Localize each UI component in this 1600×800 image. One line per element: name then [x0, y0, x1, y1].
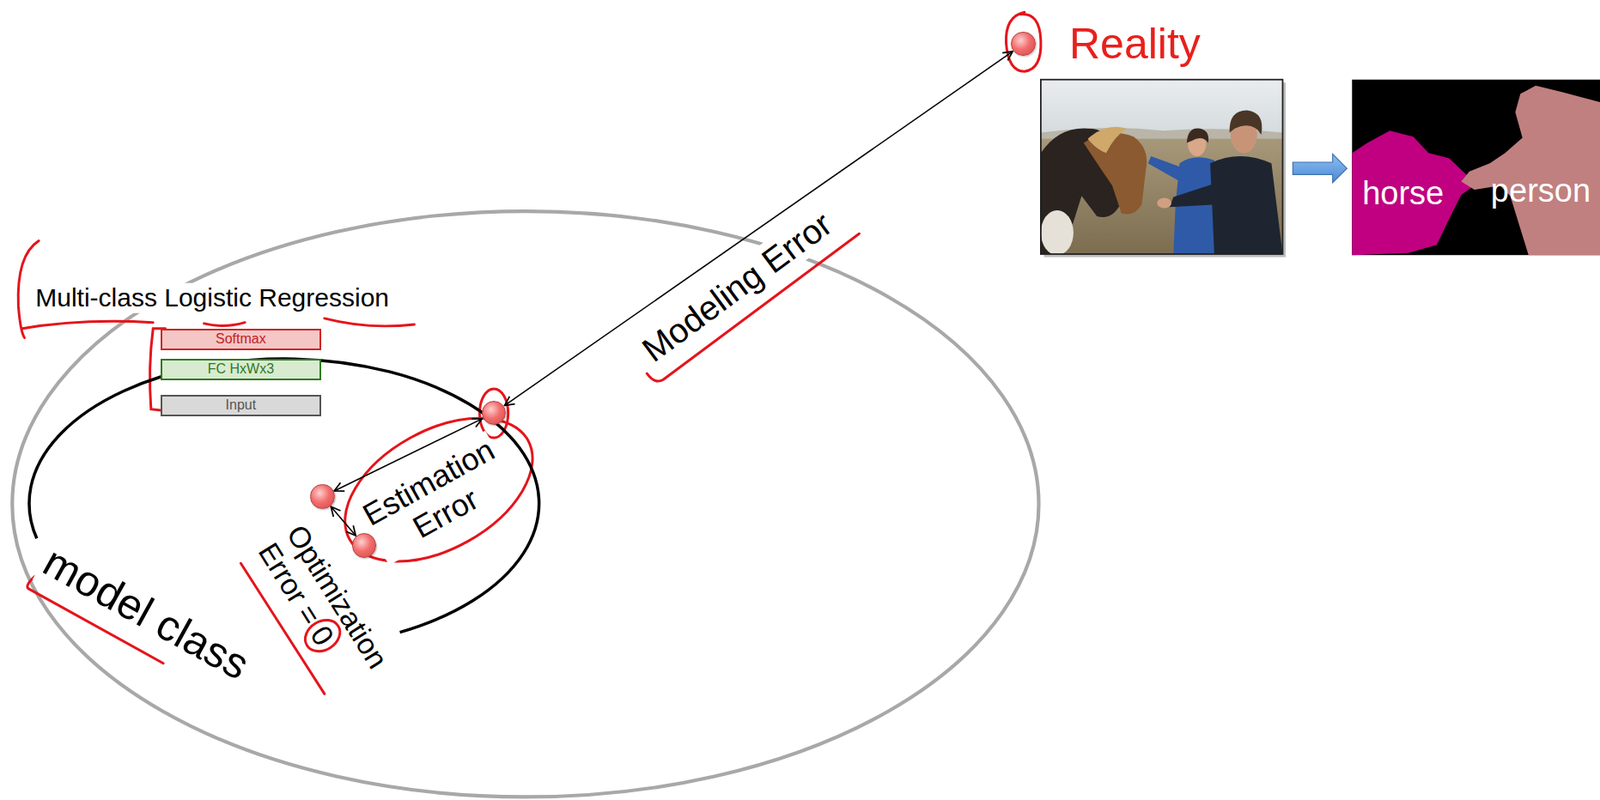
fc-layer-box: FC HxWx3	[160, 358, 323, 381]
reality-point: Reality	[1010, 31, 1036, 57]
annotations	[18, 12, 1041, 694]
edge-label-holder: Estimation Error	[353, 431, 519, 566]
input-layer-box: Input	[160, 395, 323, 417]
annotation-underline	[204, 322, 246, 327]
error-arrow	[504, 51, 1014, 407]
annotation-underline	[22, 321, 153, 329]
man-jacket	[1210, 156, 1283, 255]
edge-label: Estimation Error	[353, 431, 519, 566]
edge-label-holder: Modeling Error	[632, 202, 841, 372]
class-label: horse	[1362, 175, 1444, 213]
model-class-label-holder: model class	[32, 536, 260, 693]
layer-name: FC HxWx3	[207, 361, 274, 378]
segmentation-map	[1351, 79, 1600, 256]
hypothesis-space-ellipse	[12, 211, 1039, 797]
horse-mask	[1351, 130, 1476, 256]
model-name-label-holder: Multi-class Logistic Regression	[33, 283, 391, 314]
edge-label: Modeling Error	[632, 202, 841, 372]
horse-mane	[1088, 127, 1127, 153]
layer-name: Input	[225, 397, 257, 414]
best-model-point	[481, 401, 507, 426]
photo	[1040, 79, 1284, 255]
reality-label-holder: Reality	[1069, 19, 1201, 70]
photo-frame	[1040, 79, 1284, 255]
block-arrow	[1292, 154, 1347, 183]
error-arrow	[330, 506, 356, 536]
annotation-loop	[321, 389, 558, 592]
softmax-layer-box: Softmax	[160, 328, 323, 351]
horse-white-patch	[1040, 210, 1074, 255]
person-mask	[1460, 85, 1600, 256]
woman-arm	[1148, 156, 1182, 182]
annotation-circle	[1005, 12, 1041, 72]
man-hand	[1156, 198, 1172, 209]
annotation-underline	[324, 318, 415, 327]
model-name-label: Multi-class Logistic Regression	[33, 283, 391, 314]
class-label-holder: horse	[1362, 175, 1444, 213]
man-arm	[1169, 182, 1225, 208]
reality-label: Reality	[1069, 19, 1201, 70]
class-label-holder: person	[1490, 173, 1591, 212]
layer-name: Softmax	[215, 331, 267, 347]
class-label: person	[1490, 173, 1591, 212]
man-hair	[1229, 109, 1263, 135]
woman-hair	[1186, 128, 1209, 144]
brown-horse	[1083, 133, 1147, 215]
estimated-model-point	[310, 484, 335, 510]
model-class-label: model class	[32, 536, 260, 693]
